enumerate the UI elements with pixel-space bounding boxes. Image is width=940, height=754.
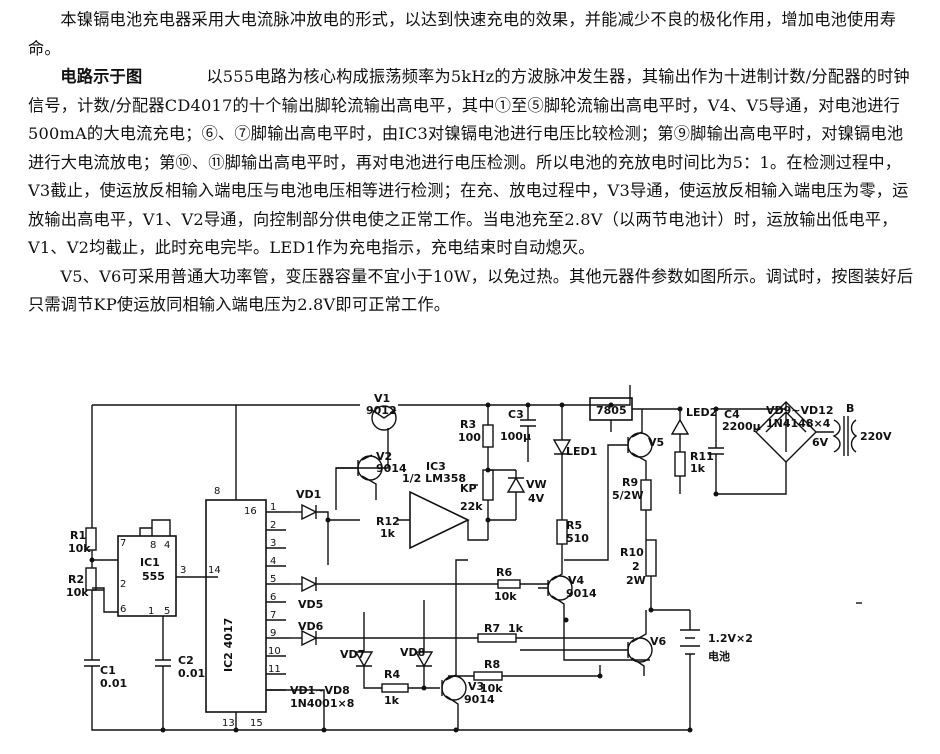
v1-label: V1 (374, 392, 390, 405)
vd1-label: VD1 (296, 488, 321, 501)
pin-4017-14: 14 (208, 565, 221, 576)
r5-label: R5 (566, 519, 582, 532)
pin-4017-5: 5 (270, 574, 276, 585)
c2-value: 0.01 (178, 667, 205, 680)
r12-label: R12 (376, 515, 400, 528)
c4-label: C4 (724, 408, 740, 421)
ic2-label: IC2 4017 (222, 618, 235, 672)
paragraph-3: V5、V6可采用普通大功率管，变压器容量不宜小于10W，以免过热。其他元器件参数… (28, 266, 914, 315)
r1-label: R1 (70, 529, 86, 542)
kp-value: 22k (460, 500, 483, 513)
pin-4017-3: 3 (270, 538, 276, 549)
r4-value: 1k (384, 694, 400, 707)
r4-label: R4 (384, 668, 400, 681)
r6-value: 10k (494, 590, 517, 603)
r10-label: R10 (620, 546, 644, 559)
r2-value: 10k (66, 586, 89, 599)
r8-label: R8 (484, 658, 500, 671)
battery-label: 电池 (708, 649, 730, 663)
pin-4017-15: 15 (250, 718, 263, 729)
r11-value: 1k (690, 462, 706, 475)
r3-label: R3 (460, 418, 476, 431)
vw-label: VW (526, 478, 547, 491)
led2-label: LED2 (686, 406, 717, 419)
transformer-secondary: 6V (812, 436, 829, 449)
v1-value: 9012 (366, 404, 397, 417)
ic1-value: 555 (142, 570, 165, 583)
figure-reference: 电路示于图 (60, 67, 143, 86)
pin-555-4: 4 (164, 540, 170, 551)
bridge-label-2: 1N4148×4 (766, 417, 831, 430)
vd8-label: VD8 (400, 646, 425, 659)
r9-value: 5/2W (612, 489, 643, 502)
ic3-label: IC3 (426, 460, 446, 473)
r3-value: 100 (458, 431, 481, 444)
battery-voltage: 1.2V×2 (708, 632, 753, 645)
r1-value: 10k (68, 542, 91, 555)
r10-value-1: 2 (632, 560, 640, 573)
pin-4017-2: 2 (270, 520, 276, 531)
r6-label: R6 (496, 566, 512, 579)
r5-value: 510 (566, 532, 589, 545)
paragraph-1: 本镍镉电池充电器采用大电流脉冲放电的形式，以达到快速充电的效果，并能减少不良的极… (28, 10, 897, 58)
r7-label: R7 (484, 622, 500, 635)
v4-value: 9014 (566, 587, 597, 600)
vd-note-2: 1N4001×8 (290, 697, 354, 710)
v4-label: V4 (568, 574, 585, 587)
r2-label: R2 (68, 573, 84, 586)
vd7-label: VD7 (340, 648, 365, 661)
pin-4017-7: 7 (270, 610, 276, 621)
vd-note-1: VD1~VD8 (290, 684, 350, 697)
r7-value: 1k (508, 622, 524, 635)
pin-555-1: 1 (148, 606, 154, 617)
c4-value: 2200μ (722, 420, 761, 433)
vw-value: 4V (528, 492, 545, 505)
pin-4017-8: 8 (214, 486, 220, 497)
r11-label: R11 (690, 450, 714, 463)
r8-value: 10k (480, 682, 503, 695)
pin-555-2: 2 (120, 579, 126, 590)
pin-4017-6: 6 (270, 592, 276, 603)
vd5-label: VD5 (298, 598, 323, 611)
c1-label: C1 (100, 664, 116, 677)
pin-4017-4: 4 (270, 556, 276, 567)
vd6-label: VD6 (298, 620, 324, 633)
regulator-label: 7805 (596, 404, 627, 417)
r10-value-2: 2W (626, 574, 646, 587)
pin-555-5: 5 (164, 606, 170, 617)
pin-555-7: 7 (120, 538, 126, 549)
pin-4017-11: 11 (268, 664, 281, 675)
v5-label: V5 (648, 436, 664, 449)
pin-4017-13: 13 (222, 718, 235, 729)
r9-label: R9 (622, 476, 638, 489)
kp-label: KP (460, 482, 477, 495)
article-text: 本镍镉电池充电器采用大电流脉冲放电的形式，以达到快速充电的效果，并能减少不良的极… (28, 6, 918, 320)
v3-label: V3 (468, 680, 484, 693)
r12-value: 1k (380, 527, 396, 540)
transformer-label: B (846, 402, 854, 415)
v2-label: V2 (376, 450, 392, 463)
paragraph-2-body: 以555电路为核心构成振荡频率为5kHz的方波脉冲发生器，其输出作为十进制计数/… (28, 67, 910, 257)
bridge-label-1: VD9~VD12 (766, 404, 833, 417)
c3-label: C3 (508, 408, 524, 421)
led1-label: LED1 (566, 445, 597, 458)
c3-value: 100μ (500, 430, 531, 443)
pin-555-3: 3 (180, 565, 186, 576)
pin-4017-16: 16 (244, 506, 257, 517)
ic3-value: 1/2 LM358 (402, 472, 466, 485)
ic1-label: IC1 (140, 556, 160, 569)
paragraph-2: 电路示于图以555电路为核心构成振荡频率为5kHz的方波脉冲发生器，其输出作为十… (28, 63, 918, 263)
v6-label: V6 (650, 635, 667, 648)
transformer-primary: 220V (860, 430, 892, 443)
v3-value: 9014 (464, 693, 495, 706)
pin-4017-9: 9 (270, 628, 276, 639)
v2-value: 9014 (376, 462, 407, 475)
c1-value: 0.01 (100, 677, 127, 690)
pin-555-8: 8 (150, 540, 156, 551)
pin-555-6: 6 (120, 604, 126, 615)
pin-4017-1: 1 (270, 502, 276, 513)
pin-4017-10: 10 (268, 646, 281, 657)
c2-label: C2 (178, 654, 194, 667)
